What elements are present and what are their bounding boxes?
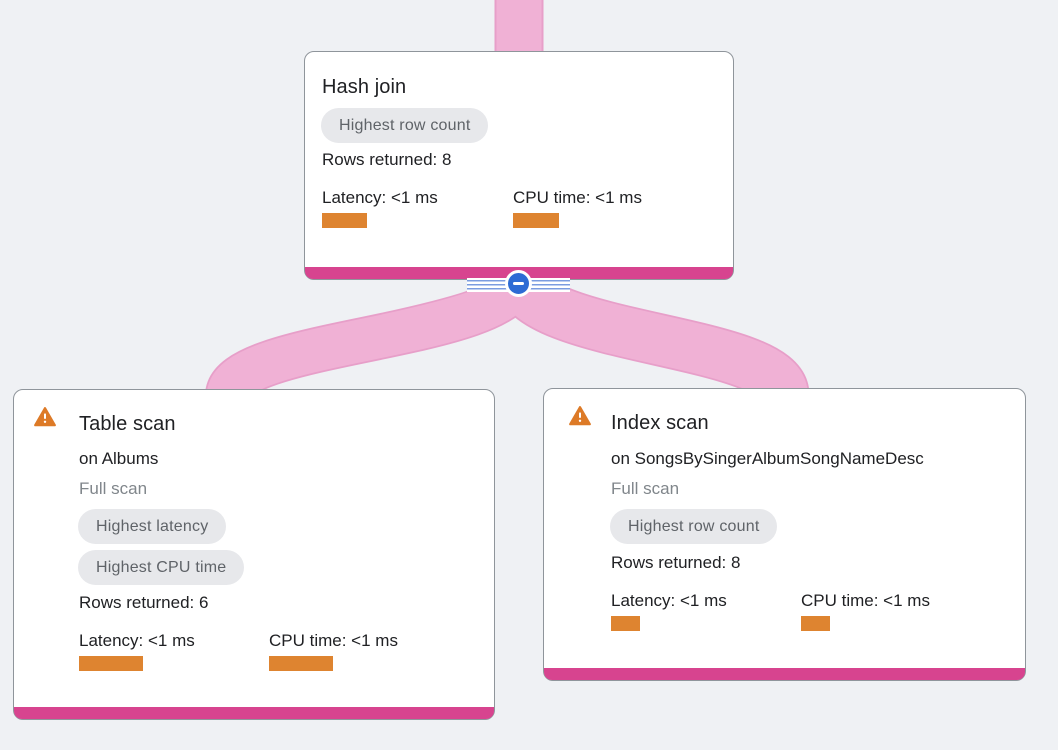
highest-cpu-time-badge: Highest CPU time bbox=[78, 550, 245, 585]
latency-metric: Latency: <1 ms bbox=[322, 188, 438, 228]
latency-bar bbox=[322, 213, 367, 228]
node-title: Table scan bbox=[79, 413, 176, 435]
minus-icon bbox=[513, 282, 524, 285]
cpu-time-bar bbox=[269, 656, 333, 671]
cpu-time-label: CPU time: <1 ms bbox=[269, 631, 398, 650]
highest-latency-badge: Highest latency bbox=[78, 509, 227, 544]
warning-icon bbox=[569, 406, 591, 426]
node-title: Index scan bbox=[611, 412, 709, 434]
edge-right-child bbox=[494, 269, 808, 402]
rows-returned: Rows returned: 8 bbox=[322, 150, 452, 169]
highest-row-count-badge: Highest row count bbox=[321, 108, 489, 143]
cpu-time-label: CPU time: <1 ms bbox=[801, 591, 930, 610]
node-accent-bar bbox=[14, 707, 494, 719]
node-hash-join[interactable]: Hash join Highest row count Rows returne… bbox=[304, 51, 734, 280]
warning-icon bbox=[34, 407, 56, 427]
latency-bar bbox=[79, 656, 143, 671]
latency-label: Latency: <1 ms bbox=[79, 631, 195, 650]
scan-type: Full scan bbox=[611, 479, 680, 498]
latency-metric: Latency: <1 ms bbox=[611, 591, 727, 631]
scan-type: Full scan bbox=[79, 479, 148, 498]
node-title: Hash join bbox=[322, 76, 407, 98]
node-table-scan[interactable]: Table scan on Albums Full scan Highest l… bbox=[13, 389, 495, 720]
collapse-button[interactable] bbox=[505, 270, 532, 297]
rows-returned: Rows returned: 8 bbox=[611, 553, 741, 572]
latency-label: Latency: <1 ms bbox=[322, 188, 438, 207]
highest-row-count-badge: Highest row count bbox=[610, 509, 778, 544]
node-subtitle: on Albums bbox=[79, 449, 159, 468]
cpu-time-label: CPU time: <1 ms bbox=[513, 188, 642, 207]
rows-returned: Rows returned: 6 bbox=[79, 593, 209, 612]
cpu-time-metric: CPU time: <1 ms bbox=[269, 631, 398, 671]
cpu-time-metric: CPU time: <1 ms bbox=[801, 591, 930, 631]
cpu-time-bar bbox=[513, 213, 559, 228]
node-accent-bar bbox=[544, 668, 1025, 680]
latency-label: Latency: <1 ms bbox=[611, 591, 727, 610]
latency-metric: Latency: <1 ms bbox=[79, 631, 195, 671]
cpu-time-bar bbox=[801, 616, 830, 631]
node-subtitle: on SongsBySingerAlbumSongNameDesc bbox=[611, 449, 924, 468]
cpu-time-metric: CPU time: <1 ms bbox=[513, 188, 642, 228]
latency-bar bbox=[611, 616, 640, 631]
node-index-scan[interactable]: Index scan on SongsBySingerAlbumSongName… bbox=[543, 388, 1026, 681]
